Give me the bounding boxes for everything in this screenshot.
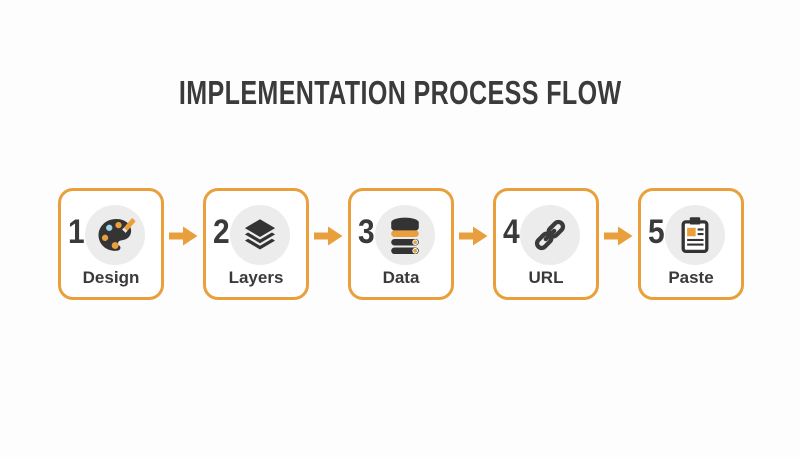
right-arrow-icon xyxy=(169,226,198,251)
page-title: IMPLEMENTATION PROCESS FLOW xyxy=(0,74,800,112)
step-box-layers: 2 Layers xyxy=(203,188,309,300)
step-label: Data xyxy=(382,268,420,287)
palette-icon xyxy=(93,213,137,257)
connector xyxy=(309,188,348,251)
step-label: Layers xyxy=(228,268,284,287)
step-box-paste: 5 Paste xyxy=(638,188,744,300)
clipboard-icon xyxy=(674,214,716,256)
link-icon xyxy=(529,214,571,256)
right-arrow-icon xyxy=(314,226,343,251)
icon-circle xyxy=(85,205,145,265)
connector xyxy=(164,188,203,251)
icon-circle xyxy=(375,205,435,265)
step-number: 1 xyxy=(68,213,85,251)
step-box-url: 4 URL xyxy=(493,188,599,300)
connector xyxy=(454,188,493,251)
database-icon xyxy=(384,214,426,256)
step-number: 3 xyxy=(358,213,375,251)
process-flow: 1 Design xyxy=(58,188,744,300)
step-box-data: 3 Data xyxy=(348,188,454,300)
layers-icon xyxy=(239,214,281,256)
step-number: 4 xyxy=(503,213,520,251)
step-label: Design xyxy=(82,268,140,287)
step-number: 2 xyxy=(213,213,230,251)
right-arrow-icon xyxy=(604,226,633,251)
page-title-text: IMPLEMENTATION PROCESS FLOW xyxy=(178,74,622,111)
connector xyxy=(599,188,638,251)
step-number: 5 xyxy=(648,213,665,251)
step-box-design: 1 Design xyxy=(58,188,164,300)
icon-circle xyxy=(230,205,290,265)
icon-circle xyxy=(520,205,580,265)
step-label: URL xyxy=(528,268,564,287)
icon-circle xyxy=(665,205,725,265)
step-label: Paste xyxy=(668,268,714,287)
right-arrow-icon xyxy=(459,226,488,251)
